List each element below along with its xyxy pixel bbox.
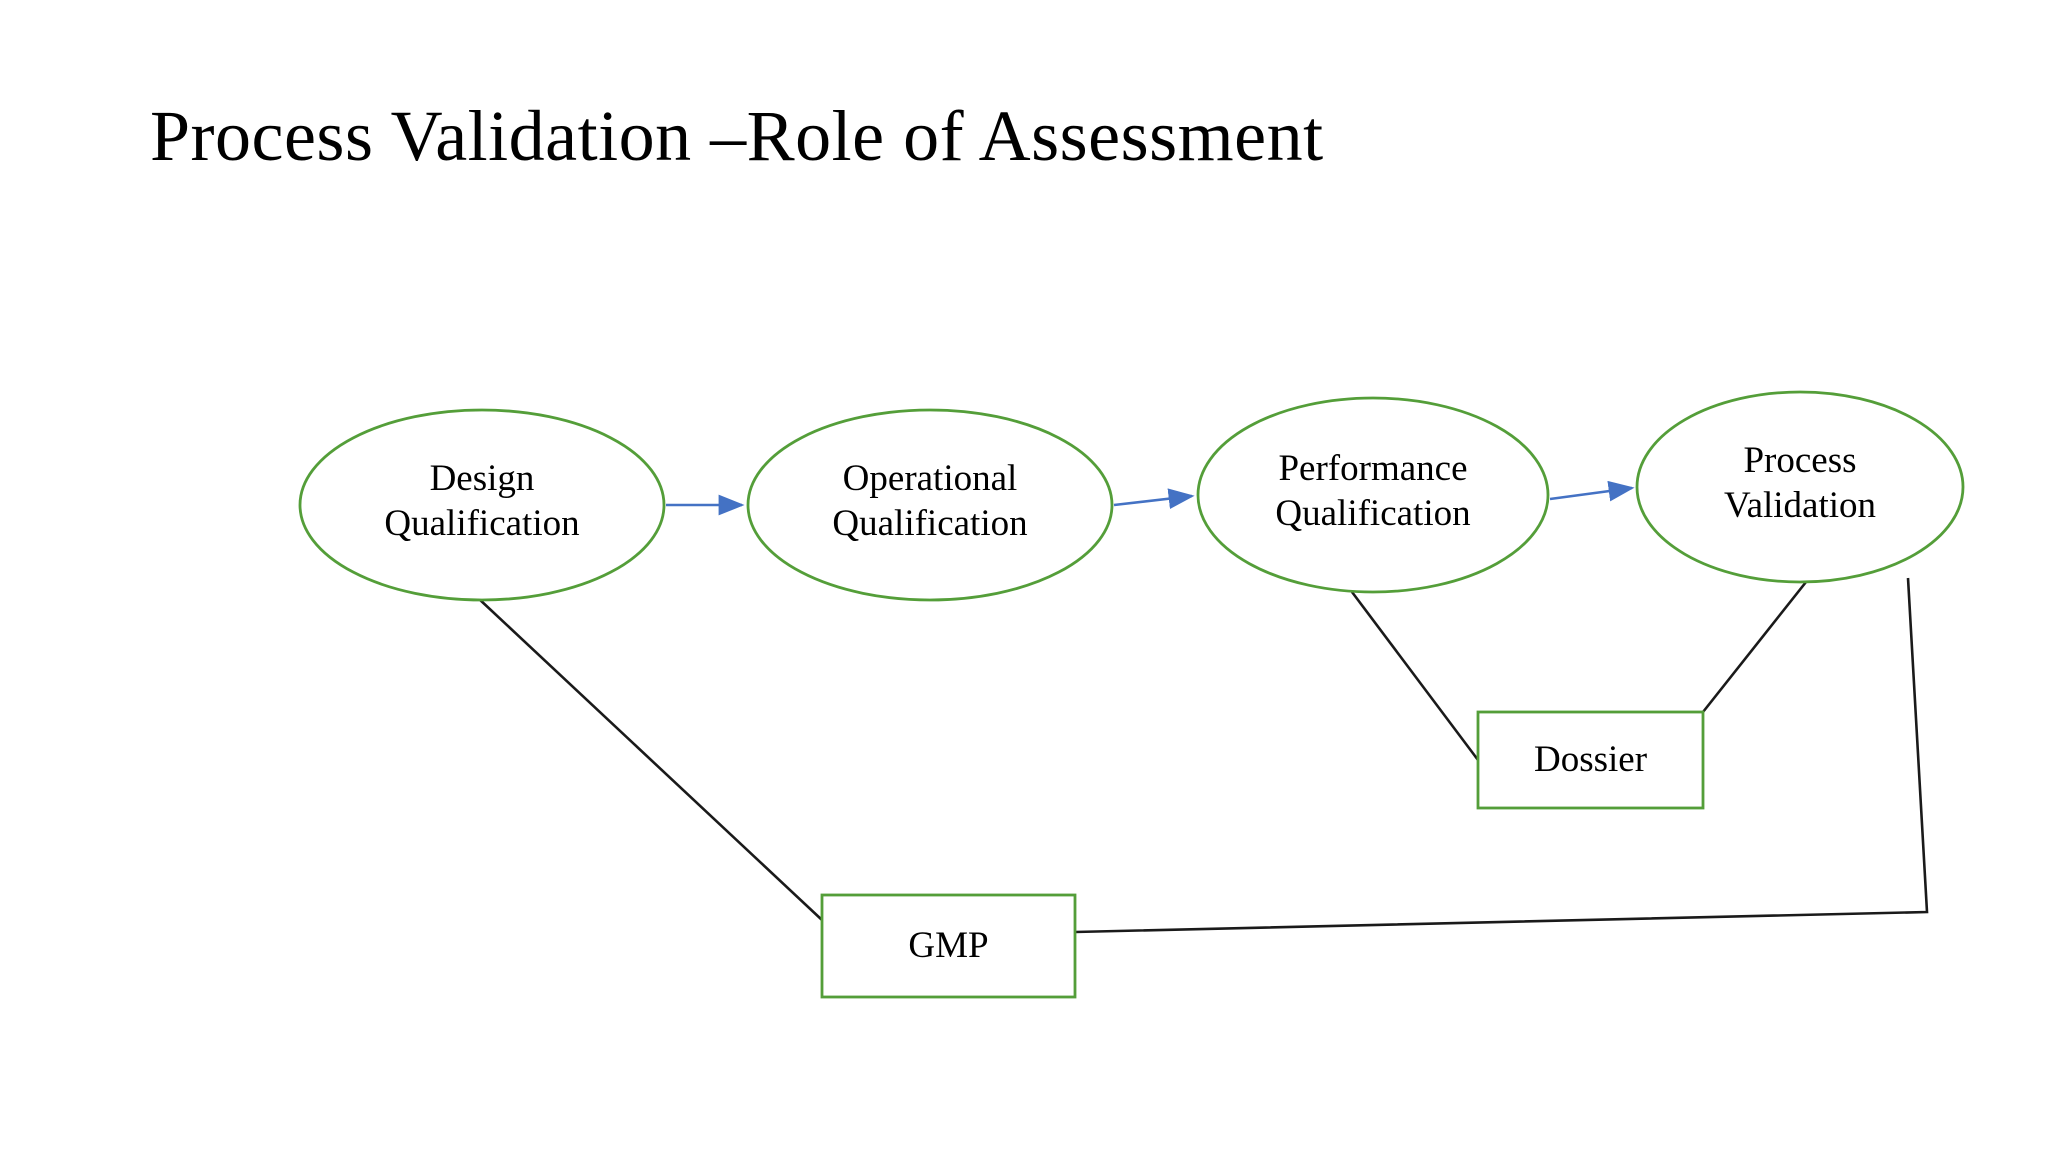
arrow-pq-to-pv (1549, 480, 1635, 502)
connector-pv-to-gmp (1074, 577, 1929, 934)
connector-group (477, 577, 1929, 934)
connector-dq-to-gmp (477, 597, 823, 921)
node-gmp[interactable] (820, 893, 1077, 999)
node-design-qualification[interactable] (298, 408, 666, 602)
connector-pq-to-dossier (1350, 591, 1480, 761)
ellipse-group (298, 390, 1965, 602)
node-performance-qualification[interactable] (1196, 396, 1550, 594)
node-process-validation[interactable] (1635, 390, 1965, 584)
rectangle-group (820, 710, 1705, 999)
arrow-oq-to-pq (1113, 488, 1195, 510)
node-operational-qualification[interactable] (746, 408, 1114, 602)
node-dossier[interactable] (1476, 710, 1705, 810)
arrow-group (666, 480, 1635, 516)
page-title: Process Validation –Role of Assessment (150, 96, 1324, 176)
connector-pv-to-dossier (1701, 581, 1808, 713)
